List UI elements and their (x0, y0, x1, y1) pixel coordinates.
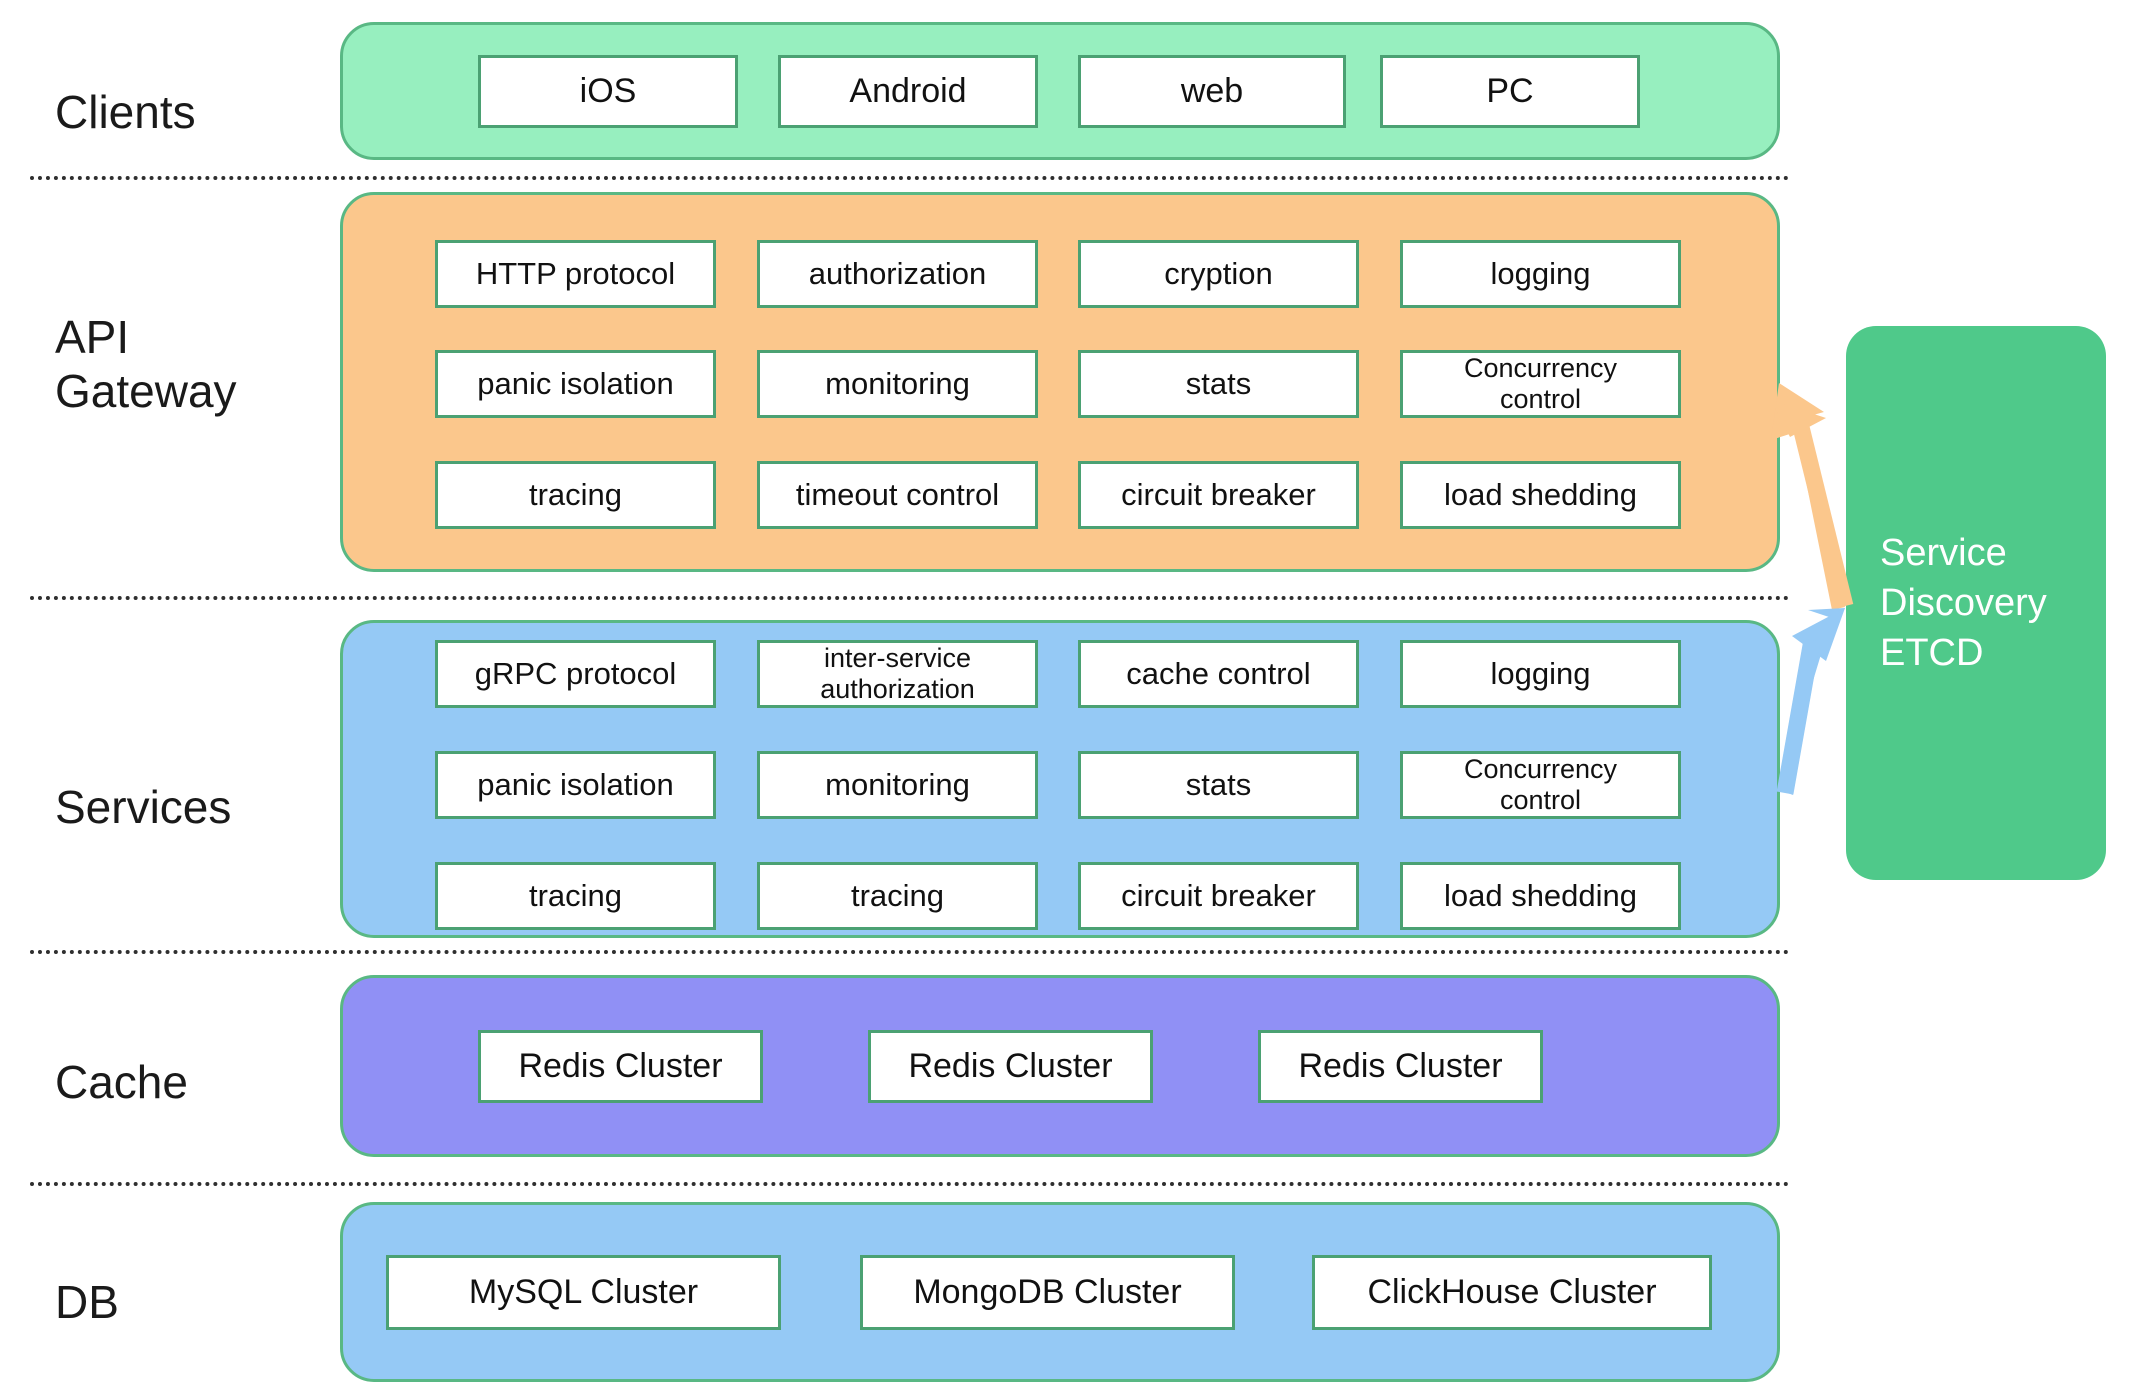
services-item-grpc-protocol[interactable]: gRPC protocol (435, 640, 716, 708)
row-label-api-gateway: API Gateway (55, 311, 237, 418)
cache-item-redis-cluster-3[interactable]: Redis Cluster (1258, 1030, 1543, 1103)
cache-item-redis-cluster-2[interactable]: Redis Cluster (868, 1030, 1153, 1103)
client-item-web[interactable]: web (1078, 55, 1346, 128)
services-item-load-shedding[interactable]: load shedding (1400, 862, 1681, 930)
gateway-item-stats[interactable]: stats (1078, 350, 1359, 418)
separator-gateway-services (30, 596, 1790, 600)
row-label-db: DB (55, 1276, 119, 1328)
db-item-mongodb-cluster[interactable]: MongoDB Cluster (860, 1255, 1235, 1330)
service-discovery-panel[interactable]: Service Discovery ETCD (1846, 326, 2106, 880)
row-label-cache: Cache (55, 1056, 188, 1108)
services-item-inter-service-authorization[interactable]: inter-service authorization (757, 640, 1038, 708)
gateway-item-panic-isolation[interactable]: panic isolation (435, 350, 716, 418)
gateway-item-http-protocol[interactable]: HTTP protocol (435, 240, 716, 308)
services-item-stats[interactable]: stats (1078, 751, 1359, 819)
services-item-tracing-1[interactable]: tracing (435, 862, 716, 930)
gateway-item-authorization[interactable]: authorization (757, 240, 1038, 308)
gateway-item-concurrency-control[interactable]: Concurrency control (1400, 350, 1681, 418)
client-item-ios[interactable]: iOS (478, 55, 738, 128)
services-to-discovery-arrow (1780, 608, 1845, 795)
services-item-tracing-2[interactable]: tracing (757, 862, 1038, 930)
gateway-item-tracing[interactable]: tracing (435, 461, 716, 529)
services-item-concurrency-control[interactable]: Concurrency control (1400, 751, 1681, 819)
services-item-panic-isolation[interactable]: panic isolation (435, 751, 716, 819)
gateway-item-cryption[interactable]: cryption (1078, 240, 1359, 308)
db-item-mysql-cluster[interactable]: MySQL Cluster (386, 1255, 781, 1330)
client-item-android[interactable]: Android (778, 55, 1038, 128)
services-item-circuit-breaker[interactable]: circuit breaker (1078, 862, 1359, 930)
gateway-arrow-shaft (1791, 420, 1854, 609)
services-item-monitoring[interactable]: monitoring (757, 751, 1038, 819)
services-item-logging[interactable]: logging (1400, 640, 1681, 708)
gateway-item-monitoring[interactable]: monitoring (757, 350, 1038, 418)
services-arrow-shaft (1776, 638, 1821, 795)
discovery-arrowhead-icon (1792, 608, 1845, 661)
client-item-pc[interactable]: PC (1380, 55, 1640, 128)
db-item-clickhouse-cluster[interactable]: ClickHouse Cluster (1312, 1255, 1712, 1330)
separator-services-cache (30, 950, 1790, 954)
separator-clients-gateway (30, 176, 1790, 180)
gateway-to-discovery-arrow (1771, 383, 1845, 610)
gateway-item-logging[interactable]: logging (1400, 240, 1681, 308)
gateway-item-load-shedding[interactable]: load shedding (1400, 461, 1681, 529)
gateway-item-circuit-breaker[interactable]: circuit breaker (1078, 461, 1359, 529)
gateway-item-timeout-control[interactable]: timeout control (757, 461, 1038, 529)
services-item-cache-control[interactable]: cache control (1078, 640, 1359, 708)
row-label-clients: Clients (55, 86, 196, 138)
cache-item-redis-cluster-1[interactable]: Redis Cluster (478, 1030, 763, 1103)
separator-cache-db (30, 1182, 1790, 1186)
row-label-services: Services (55, 781, 232, 833)
